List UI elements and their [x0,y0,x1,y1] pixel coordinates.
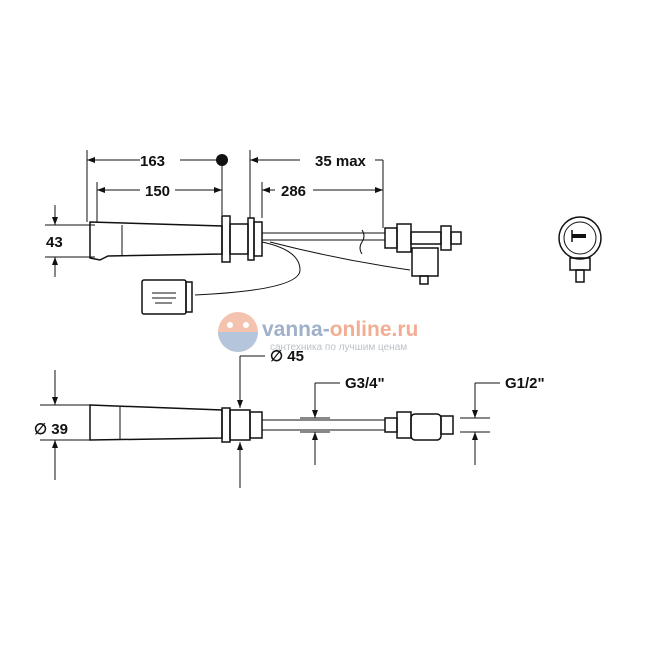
dim-g1-2: G1/2" [505,375,545,392]
svg-text:vanna-online.ru: vanna-online.ru [262,318,418,341]
dim-g3-4: G3/4" [345,375,385,392]
watermark-tagline: сантехника по лучшим ценам [270,342,407,353]
watermark-logo: vanna-online.ru сантехника по лучшим цен… [218,312,418,353]
dim-35-max: 35 max [315,153,367,170]
end-view [558,216,602,283]
watermark-brand-b: online.ru [330,318,419,341]
dim-diameter-39: ∅ 39 [34,421,68,438]
top-view: 163 35 max 150 286 43 [45,150,462,315]
reference-dot [216,154,228,166]
watermark-brand-a: vanna- [262,318,330,341]
dim-163: 163 [140,153,165,170]
control-box [141,279,187,315]
bottom-view: ∅ 39 ∅ 45 G3/4" G1/2" [34,348,545,488]
spout-bottom [89,404,223,441]
dim-43: 43 [46,234,63,251]
dim-150: 150 [145,183,170,200]
dim-diameter-45: ∅ 45 [270,348,304,365]
dim-286: 286 [281,183,306,200]
spout [89,221,223,261]
